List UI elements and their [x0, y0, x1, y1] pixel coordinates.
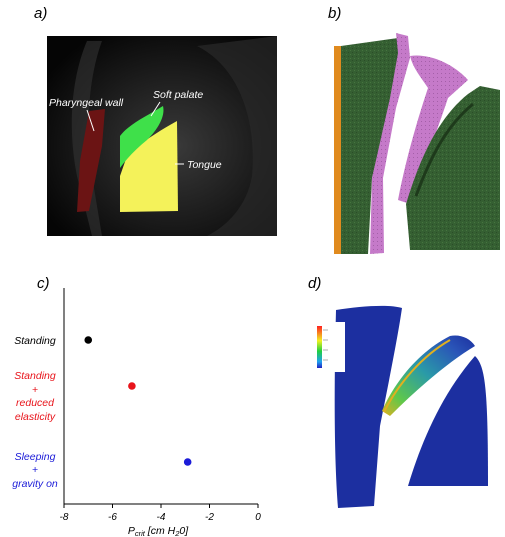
x-tick-label: -2 [205, 512, 214, 523]
panel-b-label: b) [328, 5, 342, 22]
color-scale-ticks [323, 329, 328, 361]
x-axis-label-sub2: 2 [174, 529, 180, 537]
posterior-wall-orange [334, 46, 343, 254]
color-scale-bar [317, 326, 322, 368]
panel-b-image [334, 33, 500, 254]
x-ticks: -8 -6 -4 -2 0 [60, 504, 261, 523]
row-label-reduced-line1: Standing [14, 370, 56, 382]
panel-a-label: a) [34, 5, 48, 22]
panel-c-label: c) [37, 275, 50, 292]
tongue-label: Tongue [187, 159, 222, 171]
x-axis-label-sub: crit [135, 529, 146, 537]
row-label-sleeping-line3: gravity on [12, 478, 58, 490]
pharyngeal-wall-shape [77, 109, 105, 212]
row-label-sleeping: Sleeping + gravity on [12, 451, 58, 490]
data-point [183, 458, 192, 466]
data-point [84, 336, 93, 344]
x-axis-label-p: P [128, 525, 135, 537]
soft-palate-label: Soft palate [153, 89, 203, 101]
pharyngeal-wall-label: Pharyngeal wall [49, 97, 124, 109]
panel-d-image [315, 305, 488, 508]
soft-palate-shape [120, 106, 164, 168]
ct-anatomy-shadow [197, 36, 277, 236]
x-tick-label: -8 [60, 512, 69, 523]
airway-wall-purple [370, 33, 410, 254]
row-label-standing: Standing [14, 335, 56, 347]
row-label-reduced-line4: elasticity [15, 411, 56, 423]
fem-pharyngeal-wall [334, 305, 402, 508]
row-label-reduced-line2: + [32, 384, 38, 396]
row-label-reduced: Standing + reduced elasticity [14, 370, 56, 423]
tongue-block [406, 86, 500, 250]
data-point [128, 382, 136, 390]
fem-tongue [408, 356, 488, 486]
x-axis-label-end: 0] [179, 525, 189, 537]
data-points [84, 336, 192, 466]
row-label-sleeping-line1: Sleeping [15, 451, 56, 463]
x-axis-label: Pcrit [cm H20] [128, 525, 189, 537]
soft-palate-callout [150, 101, 161, 117]
x-tick-label: -6 [108, 512, 117, 523]
tongue-shape [120, 121, 178, 212]
panel-c-chart: -8 -6 -4 -2 0 Standing Standing + reduced el… [12, 288, 261, 537]
fem-soft-palate [382, 335, 475, 416]
pharyngeal-wall-callout [86, 109, 95, 132]
x-tick-label: 0 [255, 512, 261, 523]
tongue-highlight [414, 102, 474, 197]
soft-palate-purple [398, 55, 468, 204]
panel-a-image: Pharyngeal wall Soft palate Tongue [47, 36, 277, 236]
x-tick-label: -4 [157, 512, 166, 523]
fem-palate-edge [383, 339, 451, 413]
row-label-reduced-line3: reduced [16, 397, 55, 409]
row-label-standing-line1: Standing [14, 335, 56, 347]
panel-d-label: d) [308, 275, 322, 292]
x-axis-label-units: [cm H [145, 525, 176, 537]
pharyngeal-tissue-block [341, 38, 402, 254]
row-label-sleeping-line2: + [32, 464, 38, 476]
